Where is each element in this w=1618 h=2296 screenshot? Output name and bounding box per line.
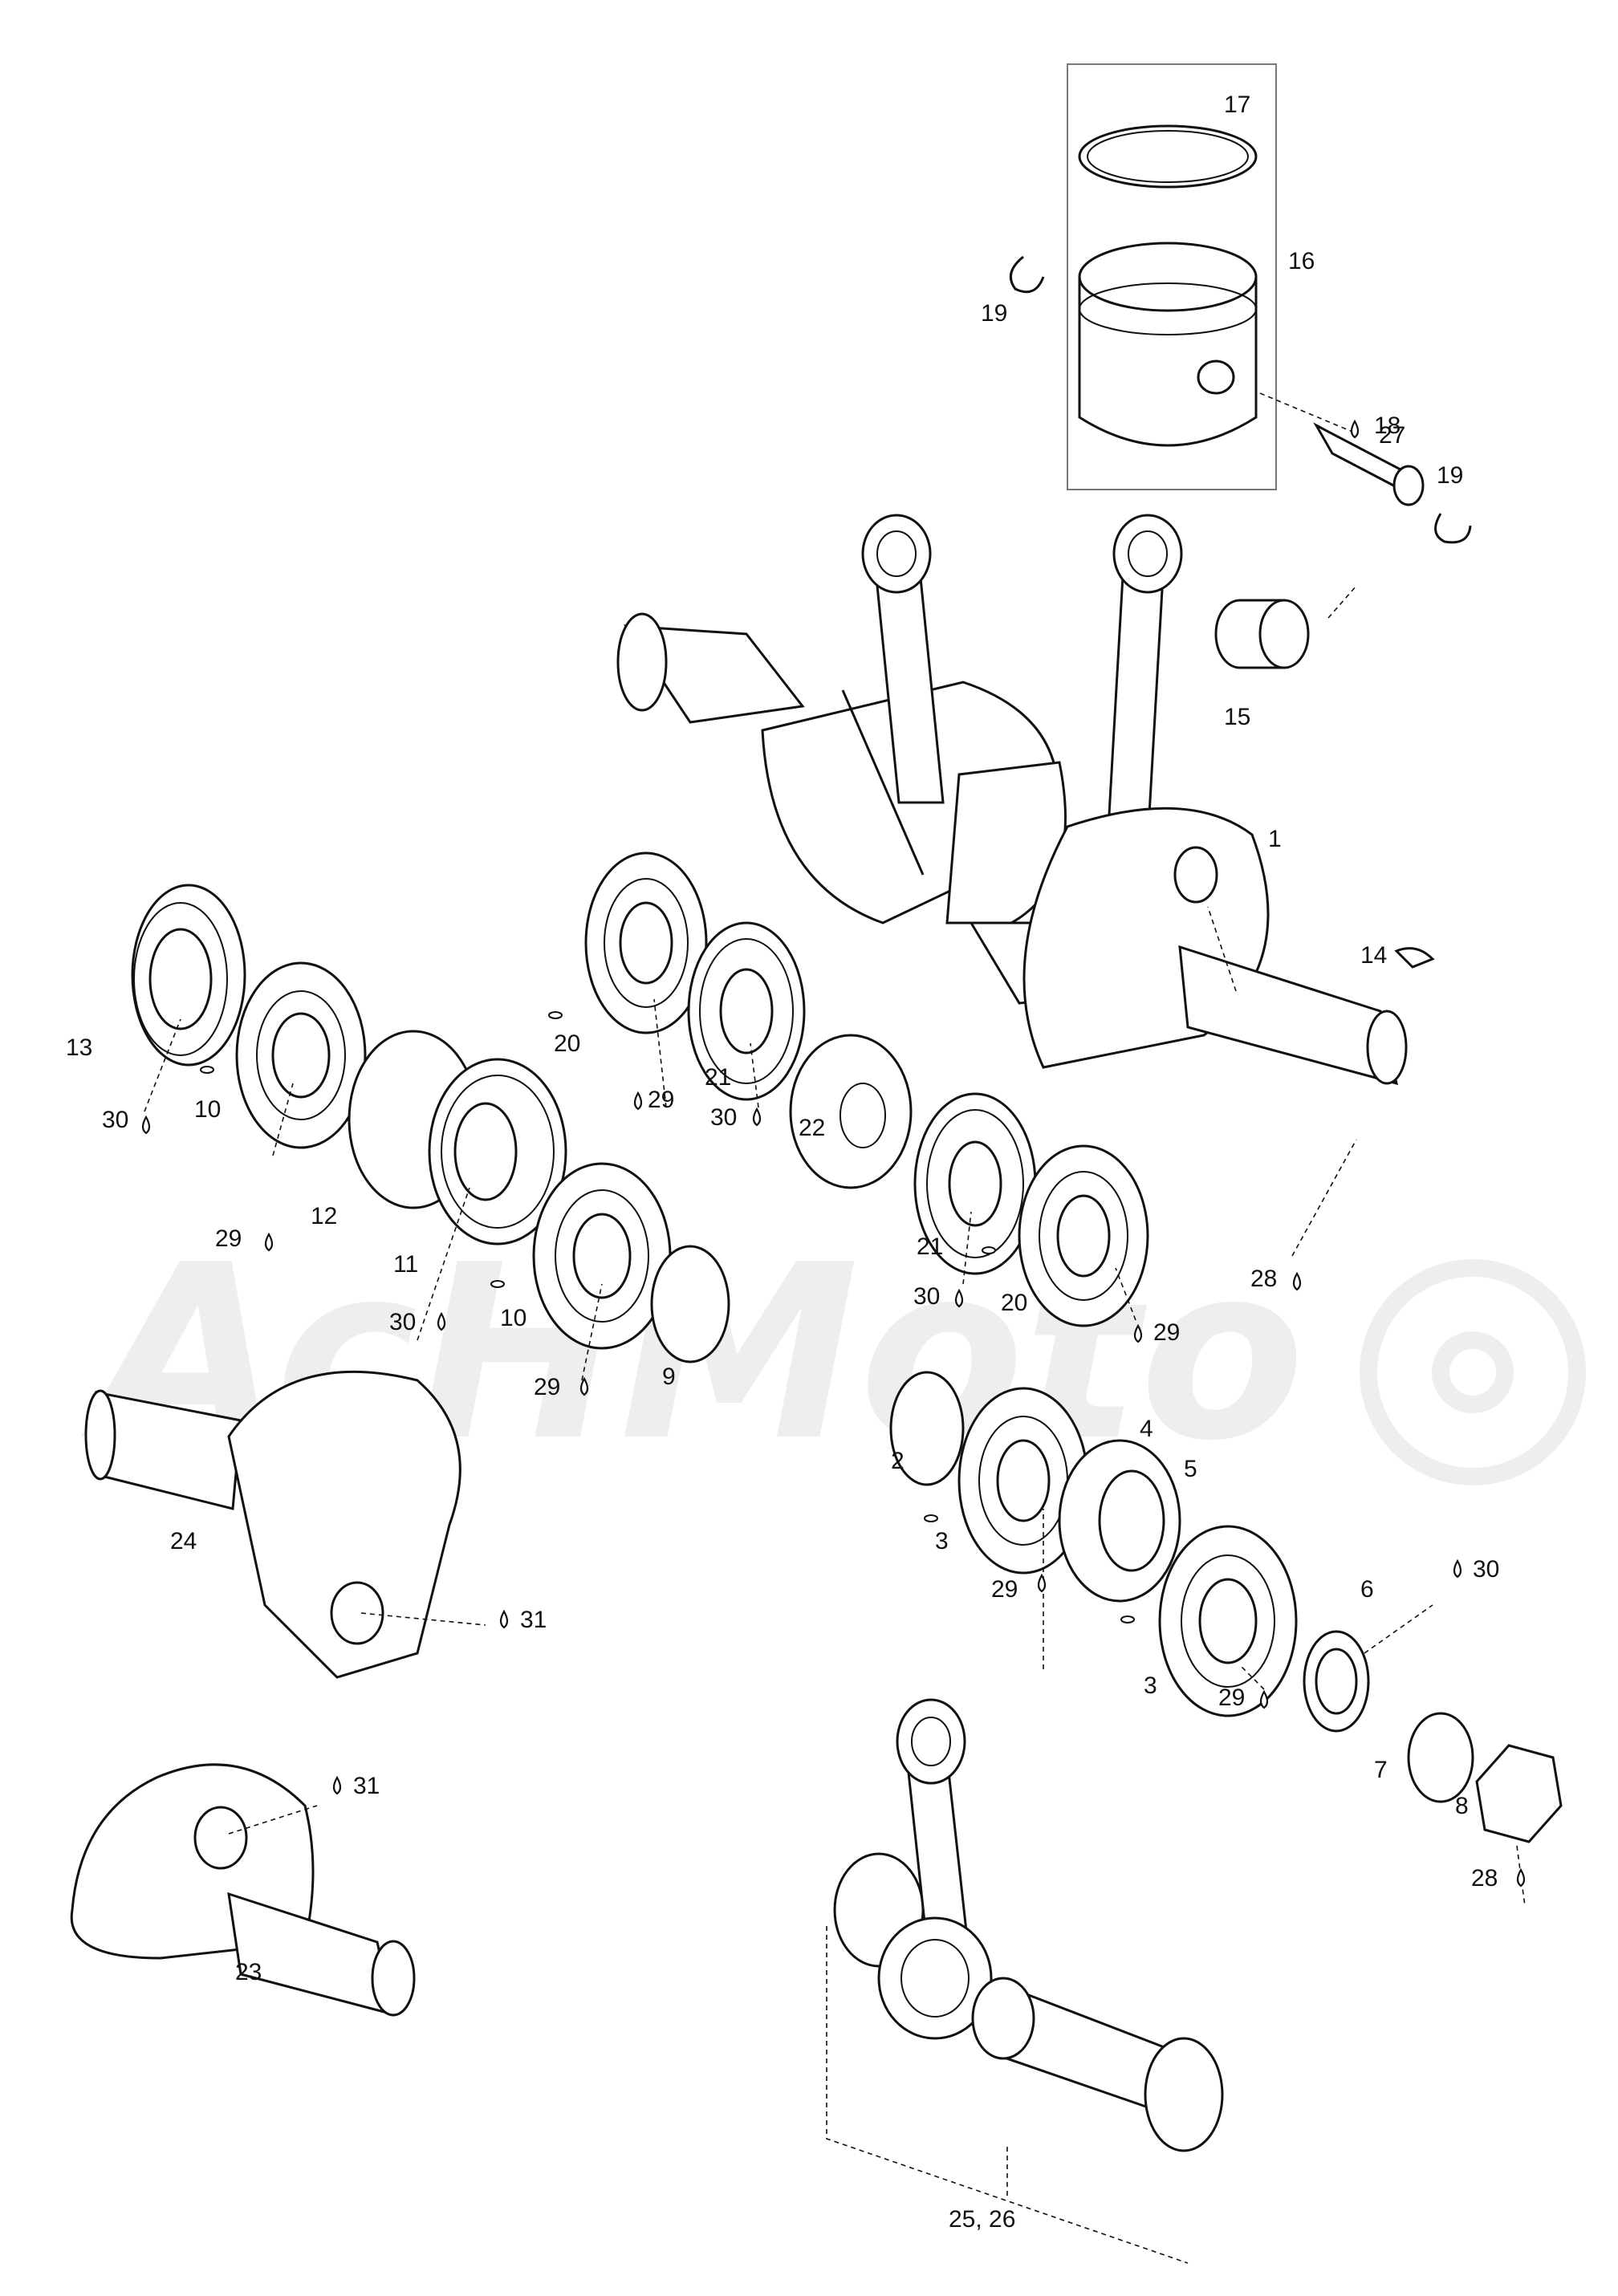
shim-washer — [889, 1371, 965, 1486]
pinion-gear — [789, 1034, 913, 1189]
label-3: 3 — [935, 1528, 949, 1554]
label-30: 30 — [389, 1309, 416, 1335]
label-4: 4 — [1140, 1416, 1153, 1442]
label-31: 31 — [353, 1773, 380, 1799]
label-21: 21 — [705, 1064, 731, 1091]
label-23: 23 — [235, 1959, 262, 1985]
connecting-rod-kit — [833, 1698, 1224, 2152]
lock-washer — [1407, 1712, 1474, 1803]
watermark-wheel — [1360, 1259, 1586, 1485]
crankshaft-assembly — [616, 514, 1408, 1086]
ball-bearing — [532, 1162, 672, 1350]
ball-bearing — [235, 961, 367, 1149]
label-6: 6 — [1360, 1576, 1374, 1603]
label-30: 30 — [710, 1104, 737, 1131]
part-labels: 1 2 3 3 4 5 6 7 8 9 10 10 11 12 13 14 15… — [66, 91, 1499, 2233]
piston — [1078, 242, 1258, 447]
ball-bearing — [1018, 1144, 1149, 1327]
label-17: 17 — [1224, 91, 1250, 118]
label-29: 29 — [1218, 1684, 1245, 1711]
spacer-ring — [1098, 1469, 1165, 1572]
label-19: 19 — [981, 300, 1007, 327]
label-28: 28 — [1471, 1865, 1498, 1892]
label-21: 21 — [917, 1233, 943, 1260]
piston-pin — [1313, 422, 1425, 506]
label-22: 22 — [799, 1115, 825, 1141]
label-29: 29 — [215, 1225, 242, 1252]
label-24: 24 — [170, 1528, 197, 1554]
label-9: 9 — [662, 1363, 676, 1390]
label-31: 31 — [520, 1607, 547, 1633]
label-29: 29 — [991, 1576, 1018, 1603]
oil-seal — [687, 921, 806, 1101]
label-30: 30 — [913, 1283, 940, 1310]
label-14: 14 — [1360, 942, 1387, 969]
circlip — [1434, 513, 1472, 544]
piston-ring — [1078, 124, 1258, 189]
ball-bearing — [957, 1387, 1089, 1575]
label-7: 7 — [1374, 1757, 1388, 1783]
leader-lines — [144, 392, 1526, 1907]
ball-pins — [200, 1011, 1135, 1623]
label-29: 29 — [1153, 1319, 1180, 1346]
piston-kit-frame — [1067, 63, 1277, 490]
label-2: 2 — [891, 1448, 905, 1474]
label-30: 30 — [1473, 1556, 1499, 1583]
oil-seal — [131, 884, 246, 1067]
crank-half-right — [70, 1763, 416, 2017]
label-20: 20 — [1001, 1290, 1027, 1316]
label-19: 19 — [1437, 462, 1463, 489]
label-12: 12 — [311, 1203, 337, 1229]
hex-nut — [1475, 1744, 1563, 1843]
oil-seal — [1303, 1630, 1370, 1733]
label-11: 11 — [393, 1251, 418, 1278]
label-20: 20 — [554, 1030, 580, 1057]
label-10: 10 — [500, 1305, 526, 1331]
oil-drop-icons — [141, 419, 1526, 1888]
label-28: 28 — [1250, 1266, 1277, 1292]
circlip — [1009, 255, 1045, 294]
oil-seal — [428, 1058, 567, 1246]
label-13: 13 — [66, 1034, 92, 1061]
label-1: 1 — [1268, 826, 1282, 852]
shim-washer — [650, 1245, 730, 1363]
label-8: 8 — [1455, 1793, 1469, 1819]
ball-bearing — [584, 851, 708, 1034]
crank-half-left — [84, 1370, 461, 1679]
label-3: 3 — [1144, 1672, 1157, 1699]
label-27: 27 — [1379, 422, 1405, 449]
oil-seal — [913, 1092, 1037, 1275]
ball-bearing — [1158, 1525, 1298, 1717]
label-5: 5 — [1184, 1456, 1197, 1482]
needle-bearing — [1214, 599, 1310, 669]
woodruff-key — [1394, 947, 1435, 969]
label-29: 29 — [648, 1087, 674, 1113]
label-18: 18 — [1374, 412, 1401, 439]
label-15: 15 — [1224, 704, 1250, 730]
label-29: 29 — [534, 1374, 560, 1400]
label-16: 16 — [1288, 248, 1315, 274]
label-30: 30 — [102, 1107, 128, 1133]
label-25-26: 25, 26 — [949, 2206, 1015, 2233]
label-10: 10 — [194, 1096, 221, 1123]
